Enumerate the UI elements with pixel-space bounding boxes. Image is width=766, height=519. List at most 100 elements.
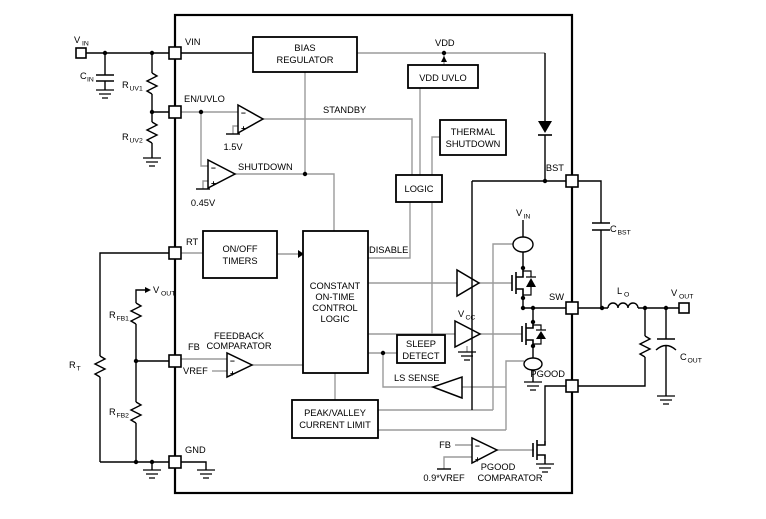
shutdown-comparator [207, 158, 237, 190]
standby-wire [263, 118, 413, 175]
ruv1-resistor [145, 72, 159, 95]
peak-valley-label: CURRENT LIMIT [299, 420, 371, 430]
cbst-sub: BST [618, 230, 631, 237]
cout-label: C [680, 352, 687, 362]
vdd-uvlo-arrowhead [441, 56, 447, 62]
rt-resistor-label: R [69, 360, 76, 370]
pgood-ref-wire [443, 456, 472, 469]
arrowheads [145, 56, 447, 293]
cout-capacitor [655, 338, 677, 351]
peak-valley-limit-block [291, 399, 379, 439]
hs-mosfet [511, 268, 536, 298]
cbst-label: C [610, 224, 617, 234]
cot-control-label: CONTROL [312, 303, 357, 313]
on-off-timers-block [202, 230, 278, 279]
plus-sign: + [241, 123, 246, 133]
pgood-comparator-label: PGOOD [481, 462, 516, 472]
ground-icon [96, 89, 114, 99]
rfb1-wire [135, 289, 145, 361]
ground-icon [657, 395, 675, 405]
standby-comparator [237, 103, 265, 135]
cot-control-label: CONSTANT [310, 281, 361, 291]
plus-sign: + [475, 454, 480, 464]
rt-ext-wire [99, 252, 169, 462]
hs-current-source [512, 236, 534, 253]
triangles [207, 103, 499, 465]
ruv2-sub: UV2 [130, 138, 143, 145]
half-bridge-wire [522, 298, 566, 382]
vdd-uvlo-block [407, 64, 479, 89]
ls-mosfet [521, 322, 546, 346]
vout-tap-sub: OUT [161, 291, 175, 298]
bias-regulator-label: REGULATOR [277, 55, 334, 65]
ruv1-sub: UV1 [130, 86, 143, 93]
pin-label-gnd: GND [185, 445, 206, 455]
hs-current-sense-wire [378, 243, 513, 411]
vcc-rail-sub: CC [466, 315, 476, 322]
rfb2-label: R [109, 407, 116, 417]
pin-label-fb: FB [188, 342, 200, 352]
feedback-comparator [226, 351, 254, 379]
bias-regulator-block [252, 36, 358, 73]
cbst-capacitor [592, 222, 610, 231]
vin-terminal [75, 47, 87, 59]
disable-label: DISABLE [369, 245, 408, 255]
ref-1v5-label: 1.5V [223, 142, 243, 152]
pgood-fb-label: FB [439, 440, 451, 450]
pin-label-vref: VREF [183, 366, 208, 376]
ground-icon [143, 469, 161, 479]
ground-icon [524, 381, 542, 391]
pgood-pullup-resistor [638, 335, 652, 358]
feedback-comparator-label: FEEDBACK [214, 331, 265, 341]
comparator-signs: − + − + − + − + [211, 108, 480, 464]
ground-icon [536, 463, 554, 473]
vdd-uvlo-label: VDD UVLO [419, 73, 467, 83]
logic-block [395, 174, 443, 203]
minus-sign: − [241, 108, 246, 118]
boot-diode [538, 121, 552, 136]
minus-sign: − [230, 356, 235, 366]
rfb1-resistor [129, 302, 143, 325]
pin-bst [565, 174, 579, 188]
cin-sub: IN [87, 77, 94, 84]
rt-resistor [93, 355, 107, 378]
rt-resistor-sub: T [77, 366, 81, 373]
cin-capacitor [96, 74, 114, 82]
ref-0v9vref-label: 0.9*VREF [423, 473, 465, 483]
cin-label: C [80, 71, 87, 81]
signal-wires [181, 52, 545, 469]
pin-en-uvlo [168, 105, 182, 119]
lo-sub: O [624, 292, 629, 299]
pin-label-en-uvlo: EN/UVLO [184, 94, 225, 104]
plus-sign: + [230, 368, 235, 378]
logic-label: LOGIC [405, 184, 434, 194]
ground-icon [458, 351, 476, 361]
timers-arrowhead [298, 250, 304, 258]
pgood-comparator-label: COMPARATOR [477, 473, 542, 483]
bst-rail-wire [471, 180, 566, 410]
vin-rail-label: V [516, 208, 523, 218]
ruv1-label: R [122, 80, 129, 90]
ruv2-label: R [122, 132, 129, 142]
rfb2-sub: FB2 [117, 413, 130, 420]
cout-sub: OUT [688, 358, 702, 365]
pin-fb [168, 354, 182, 368]
pin-vin [168, 46, 182, 60]
vcc-rail-label: V [458, 309, 465, 319]
lo-label: L [617, 286, 622, 296]
ground-symbols [96, 89, 675, 479]
junction-dots [102, 50, 669, 465]
vout-tap-label: V [153, 285, 160, 295]
vin-rail-sub: IN [524, 214, 531, 221]
minus-sign: − [475, 441, 480, 451]
vout-terminal-sub: OUT [679, 294, 693, 301]
ruv2-resistor [145, 121, 159, 144]
vin-terminal-label: V [74, 35, 81, 45]
sleep-detect-label: DETECT [402, 351, 440, 361]
pgood-pullup-wire [578, 308, 646, 387]
thermal-logic-wire [431, 136, 440, 175]
vout-terminal-label: V [671, 288, 678, 298]
vout-tap-arrowhead [145, 287, 151, 293]
ls-sense-amp [430, 375, 463, 400]
